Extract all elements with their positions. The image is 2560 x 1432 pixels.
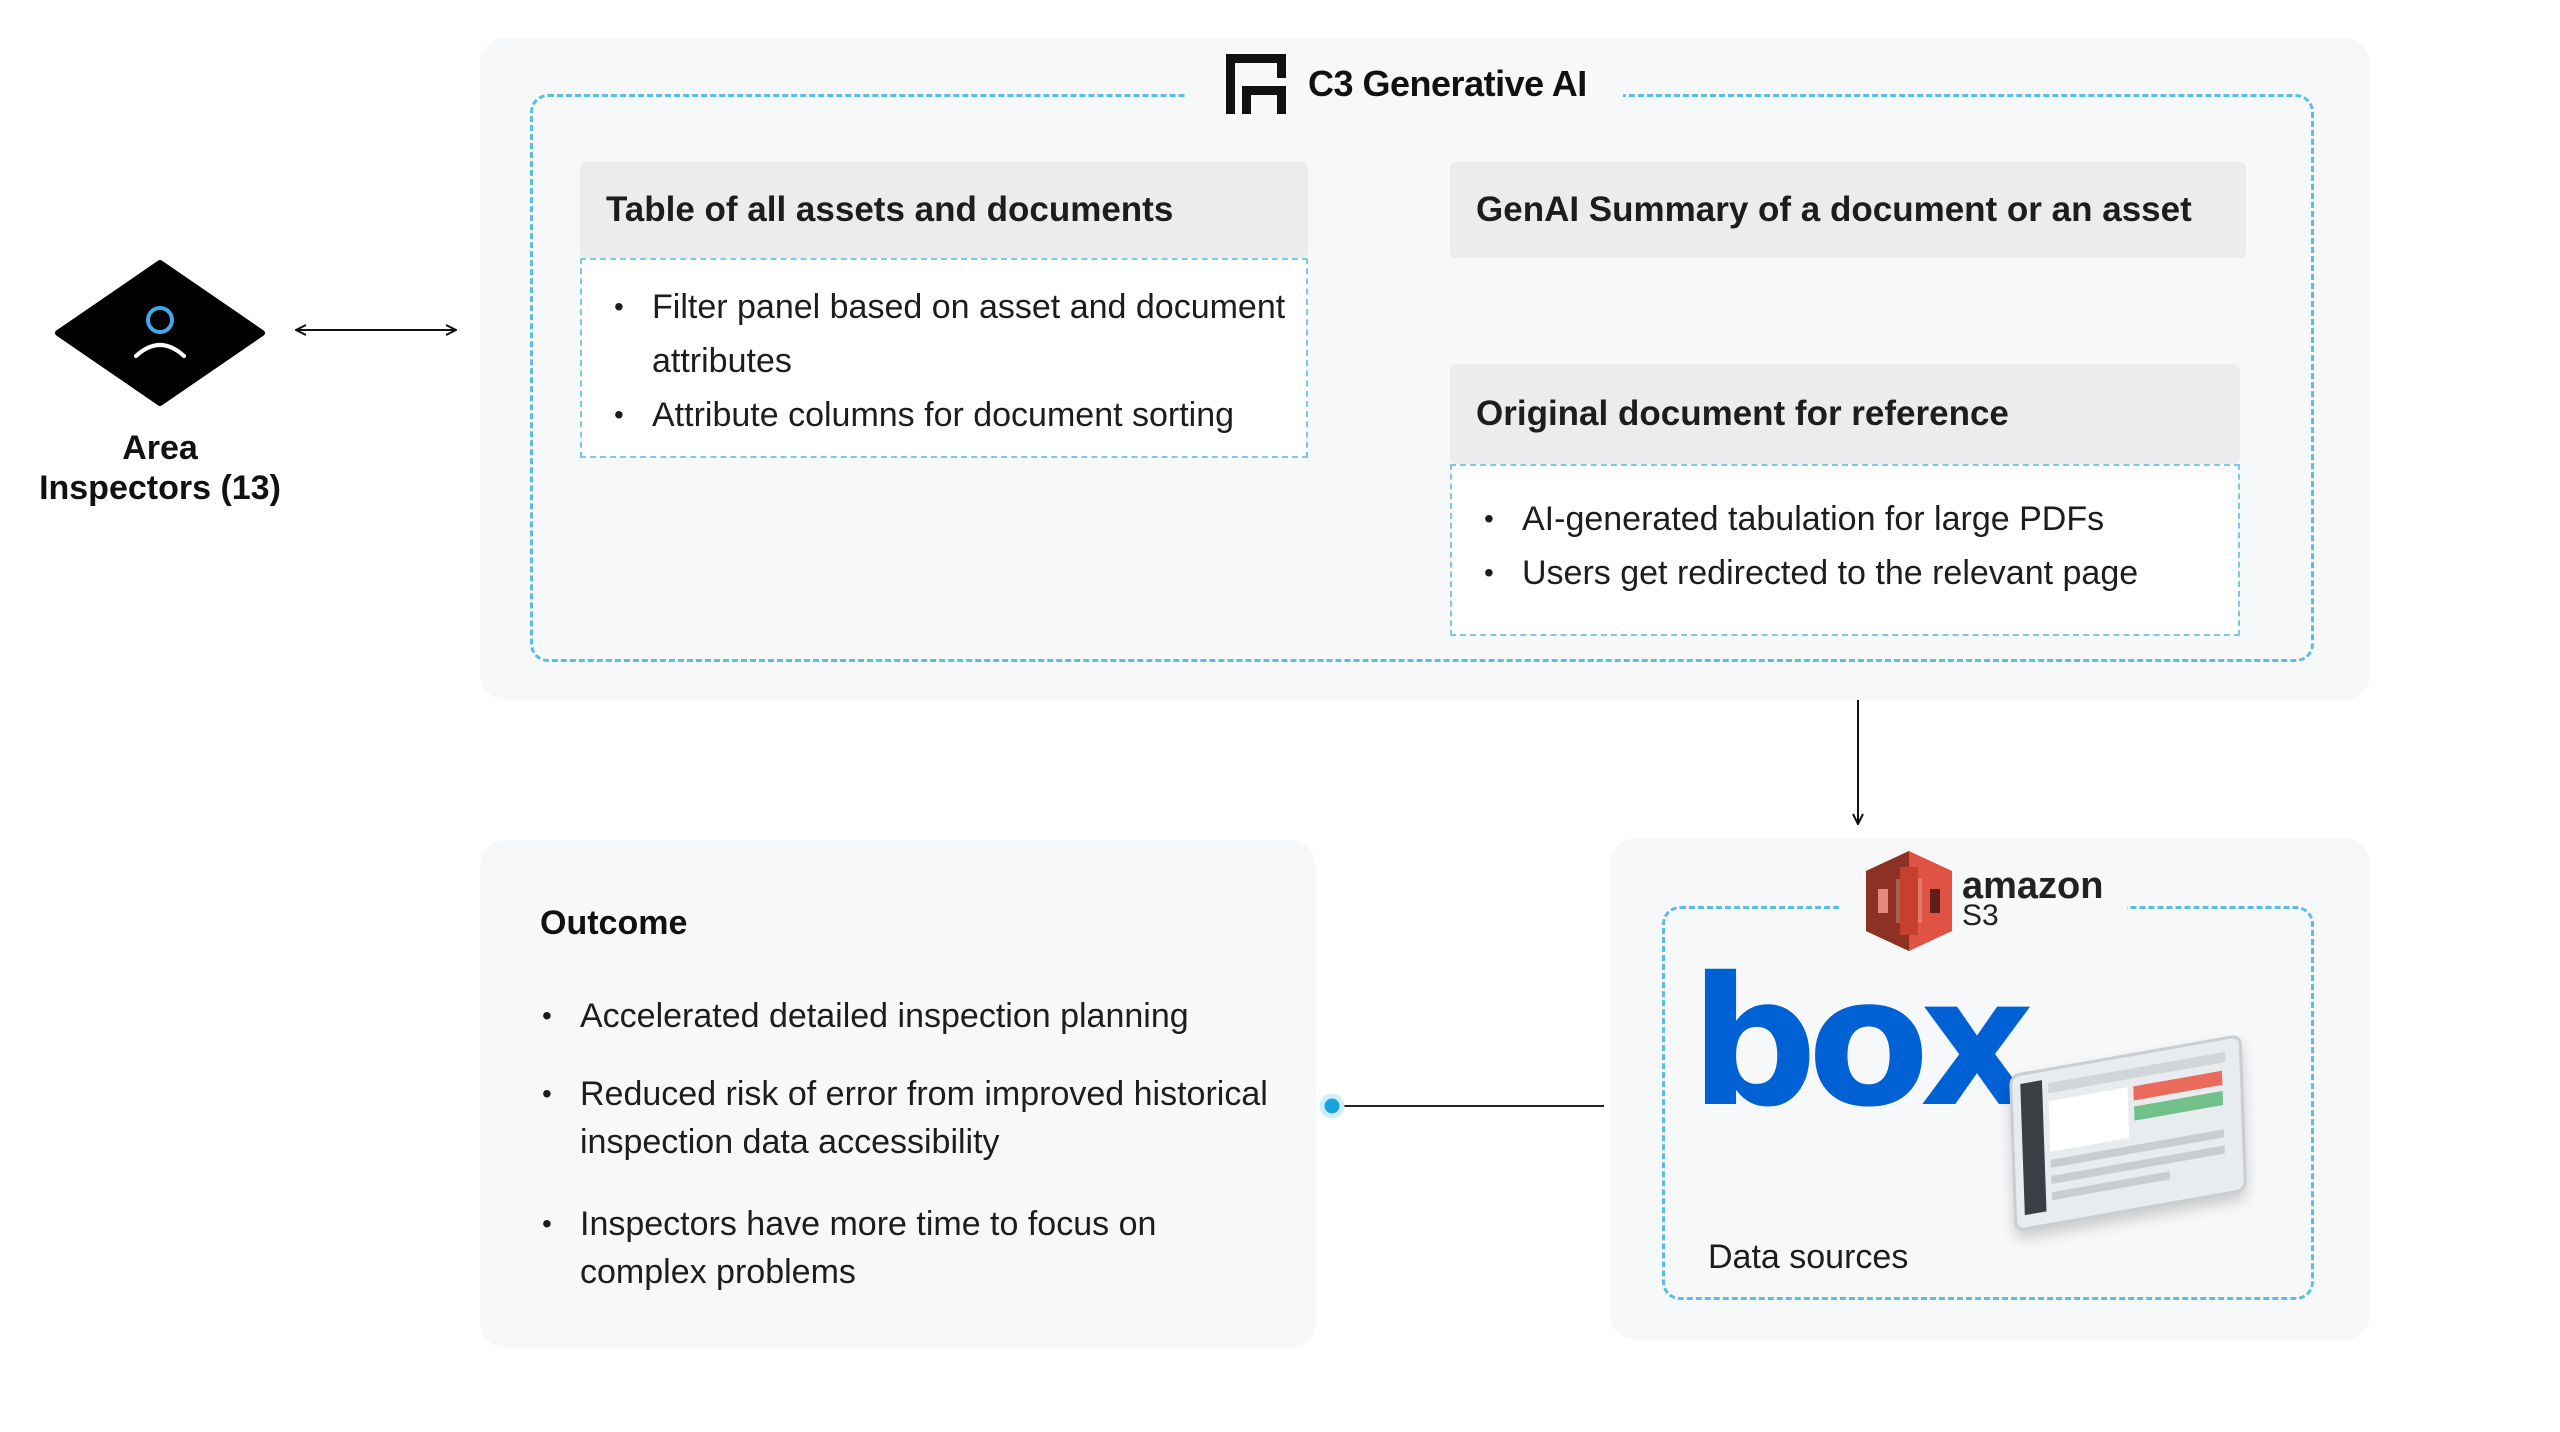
outcome-item: Reduced risk of error from improved hist… <box>542 1070 1282 1166</box>
table-block-item: Filter panel based on asset and document… <box>614 280 1286 388</box>
s3-word: S3 <box>1962 899 1999 932</box>
amazon-word: amazon <box>1962 865 2104 907</box>
original-block-item: Users get redirected to the relevant pag… <box>1484 546 2218 600</box>
data-sources-caption: Data sources <box>1708 1238 1909 1276</box>
c3-logo <box>1226 54 1286 114</box>
user-label-line1: Area <box>122 429 198 467</box>
original-block-list: AI-generated tabulation for large PDFs U… <box>1484 492 2218 600</box>
outcome-item: Inspectors have more time to focus on co… <box>542 1200 1282 1296</box>
table-block-header: Table of all assets and documents <box>580 162 1308 258</box>
outcome-list: Accelerated detailed inspection planning… <box>542 992 1282 1296</box>
table-block-item: Attribute columns for document sorting <box>614 388 1286 442</box>
outcome-item: Accelerated detailed inspection planning <box>542 992 1282 1040</box>
original-block-header: Original document for reference <box>1450 364 2240 464</box>
table-block-body: Filter panel based on asset and document… <box>580 258 1308 458</box>
outcome-title: Outcome <box>540 904 688 942</box>
platform-title: C3 Generative AI <box>1308 63 1587 104</box>
connector-dot <box>1319 1093 1345 1119</box>
user-label-line2: Inspectors (13) <box>39 469 281 507</box>
user-label: Area Inspectors (13) <box>20 428 300 508</box>
s3-bucket-icon <box>1866 851 1952 951</box>
user-icon <box>55 260 265 406</box>
table-block-list: Filter panel based on asset and document… <box>614 280 1286 442</box>
platform-title-group: C3 Generative AI <box>1186 48 1623 120</box>
amazon-s3-logo: amazon S3 <box>1840 846 2128 956</box>
outcome-list-wrap: Accelerated detailed inspection planning… <box>542 992 1282 1296</box>
original-block-body: AI-generated tabulation for large PDFs U… <box>1450 464 2240 636</box>
box-logo: box <box>1690 939 2035 1146</box>
user-node <box>50 258 270 408</box>
summary-block-header: GenAI Summary of a document or an asset <box>1450 162 2246 258</box>
original-block-item: AI-generated tabulation for large PDFs <box>1484 492 2218 546</box>
